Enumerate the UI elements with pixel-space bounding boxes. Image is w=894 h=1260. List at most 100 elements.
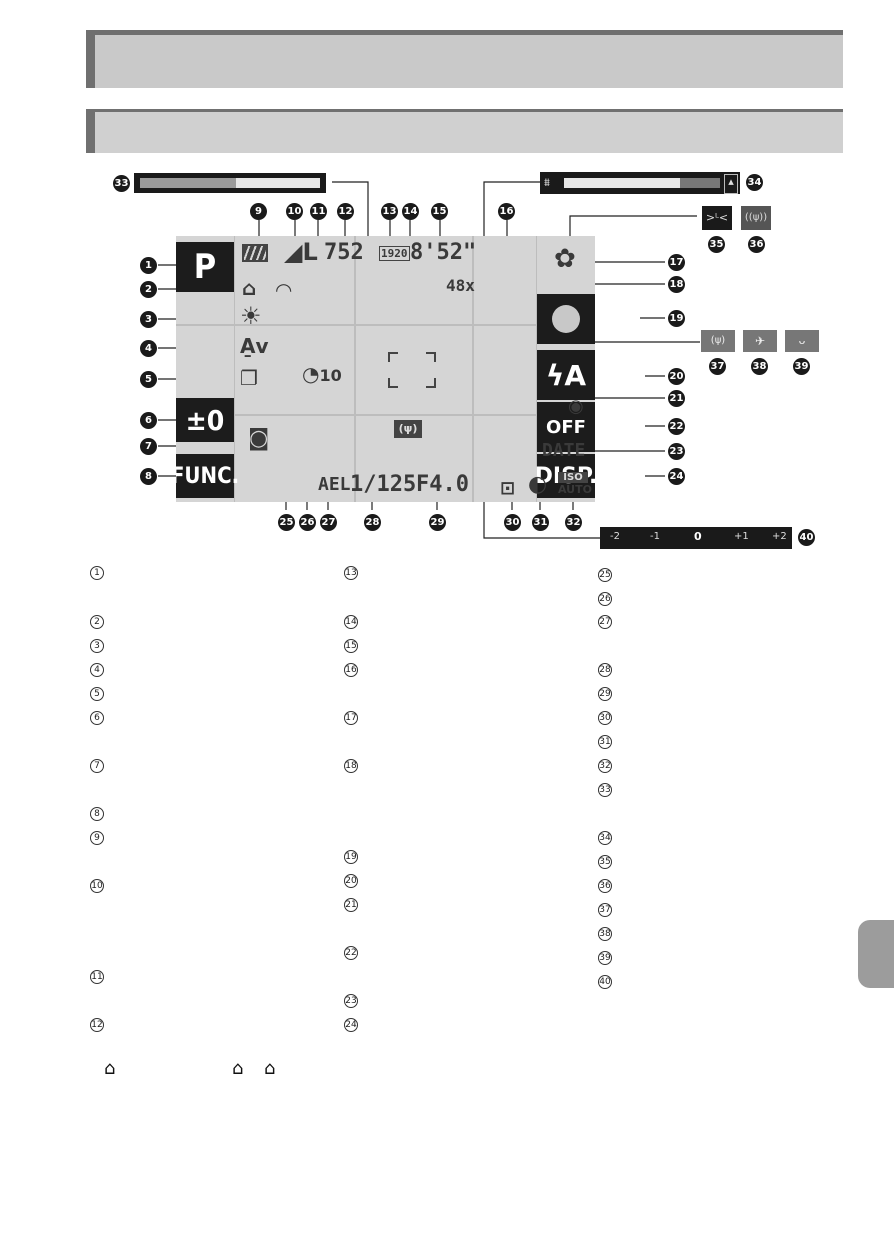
- callout-18: 18: [668, 276, 685, 293]
- battery-icon: [242, 244, 268, 262]
- legend-19: 19: [344, 850, 358, 864]
- mode-button[interactable]: P: [176, 242, 234, 292]
- legend-30: 30: [598, 711, 612, 725]
- legend-14: 14: [344, 615, 358, 629]
- callout-1: 1: [140, 257, 157, 274]
- callout-14: 14: [402, 203, 419, 220]
- callout-19: 19: [668, 310, 685, 327]
- callout-17: 17: [668, 254, 685, 271]
- legend-28: 28: [598, 663, 612, 677]
- legend-12: 12: [90, 1018, 104, 1032]
- callout-6: 6: [140, 412, 157, 429]
- callout-8: 8: [140, 468, 157, 485]
- exposure-scale: -2 -1 0 +1 +2: [600, 527, 792, 549]
- is-mode-icon-2: ✈: [743, 330, 777, 352]
- legend-24: 24: [344, 1018, 358, 1032]
- callout-30: 30: [504, 514, 521, 531]
- my-colors-icon: A̱v: [240, 334, 269, 358]
- legend-6: 6: [90, 711, 104, 725]
- self-timer-icon: ◔10: [302, 362, 342, 386]
- callout-40: 40: [798, 529, 815, 546]
- legend-10: 10: [90, 879, 104, 893]
- callout-3: 3: [140, 311, 157, 328]
- movie-quality: 1920: [379, 246, 410, 261]
- legend-15: 15: [344, 639, 358, 653]
- aperture: F4.0: [416, 472, 469, 497]
- focus-range-bar: ⩩ ▴: [540, 172, 740, 194]
- legend-23: 23: [344, 994, 358, 1008]
- iso-auto: AUTO: [558, 483, 592, 496]
- legend-35: 35: [598, 855, 612, 869]
- legend-20: 20: [344, 874, 358, 888]
- callout-32: 32: [565, 514, 582, 531]
- legend-18: 18: [344, 759, 358, 773]
- macro-range-icon: ▴: [724, 174, 738, 194]
- legend-11: 11: [90, 970, 104, 984]
- drive-mode-icon: ❐: [240, 366, 258, 390]
- legend-25: 25: [598, 568, 612, 582]
- camera-shake-icon: ◙: [248, 426, 270, 451]
- legend-39: 39: [598, 951, 612, 965]
- callout-24: 24: [668, 468, 685, 485]
- callout-33: 33: [113, 175, 130, 192]
- callout-38: 38: [751, 358, 768, 375]
- ev-tick-1: -1: [650, 531, 660, 542]
- callout-36: 36: [748, 236, 765, 253]
- image-size-icon: ◢L: [284, 238, 318, 266]
- callout-10: 10: [286, 203, 303, 220]
- callout-5: 5: [140, 371, 157, 388]
- legend-1: 1: [90, 566, 104, 580]
- chapter-tab: [858, 920, 894, 988]
- callout-12: 12: [337, 203, 354, 220]
- legend-2: 2: [90, 615, 104, 629]
- callout-9: 9: [250, 203, 267, 220]
- callout-27: 27: [320, 514, 337, 531]
- touch-shutter-button[interactable]: OFF: [537, 402, 595, 452]
- legend-9: 9: [90, 831, 104, 845]
- zoom-readout: 48x: [446, 276, 475, 295]
- legend-21: 21: [344, 898, 358, 912]
- infinity-icon: ⩩: [544, 176, 550, 189]
- ae-lock: AEL: [318, 474, 351, 495]
- gps-camera-icon: ⌂: [264, 1058, 276, 1079]
- gps-camera-icon: ⌂: [104, 1058, 116, 1079]
- legend-8: 8: [90, 807, 104, 821]
- exposure-comp-button[interactable]: ±0: [176, 398, 234, 442]
- legend-7: 7: [90, 759, 104, 773]
- ev-tick-4: +2: [772, 531, 787, 542]
- camera-shake-warning-icon: ((ψ)): [741, 206, 771, 230]
- callout-11: 11: [310, 203, 327, 220]
- record-icon: [552, 305, 580, 333]
- record-button[interactable]: [537, 294, 595, 344]
- iso-indicator: ISO AUTO: [558, 472, 592, 496]
- callout-34: 34: [746, 174, 763, 191]
- is-mode-icon-1: (ψ): [701, 330, 735, 352]
- legend-37: 37: [598, 903, 612, 917]
- flash-button[interactable]: ϟA: [537, 350, 595, 400]
- shots-remaining: 752: [324, 240, 364, 265]
- section-header: [86, 30, 843, 88]
- legend-38: 38: [598, 927, 612, 941]
- i-contrast-icon: ◐: [528, 472, 548, 497]
- legend-13: 13: [344, 566, 358, 580]
- callout-25: 25: [278, 514, 295, 531]
- func-button[interactable]: FUNC.: [176, 454, 239, 498]
- callout-15: 15: [431, 203, 448, 220]
- shutter-speed: 1/125: [350, 472, 417, 497]
- gps-camera-icon: ⌂: [242, 276, 257, 300]
- metering-icon: ⊡: [500, 478, 516, 499]
- ev-tick-3: +1: [734, 531, 749, 542]
- blink-detection-icon: >ᴸ<: [702, 206, 732, 230]
- callout-7: 7: [140, 438, 157, 455]
- callout-37: 37: [709, 358, 726, 375]
- legend-31: 31: [598, 735, 612, 749]
- wifi-icon: ◠: [276, 278, 292, 302]
- legend-32: 32: [598, 759, 612, 773]
- date-stamp: DATE: [542, 440, 586, 461]
- touch-shutter-label: OFF: [546, 416, 586, 438]
- legend-34: 34: [598, 831, 612, 845]
- callout-13: 13: [381, 203, 398, 220]
- legend-3: 3: [90, 639, 104, 653]
- legend-29: 29: [598, 687, 612, 701]
- macro-icon: ✿: [554, 244, 576, 274]
